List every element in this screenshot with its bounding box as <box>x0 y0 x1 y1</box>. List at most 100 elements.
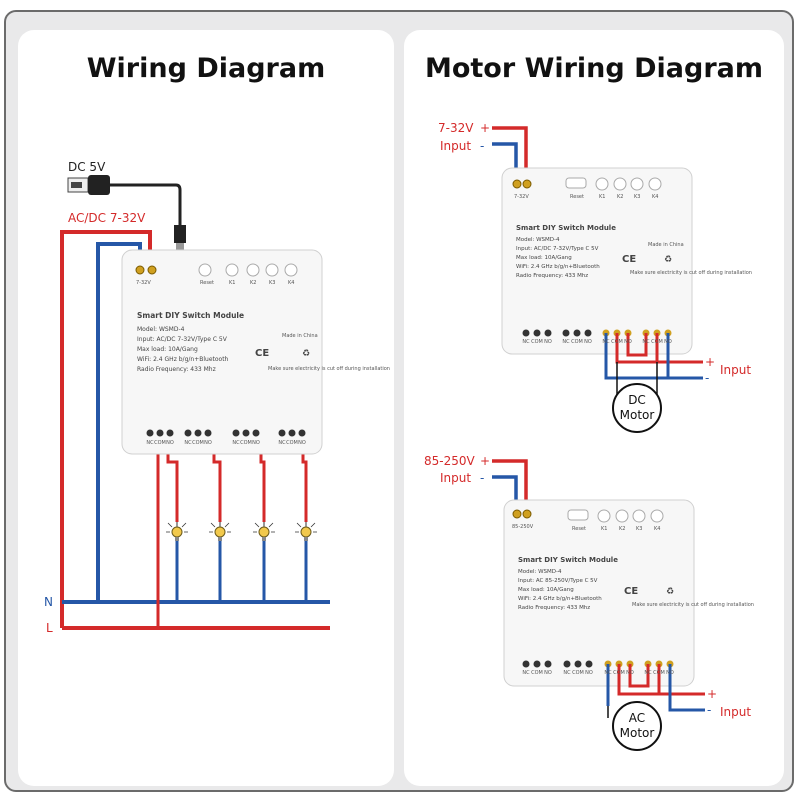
live-label: L <box>46 621 53 635</box>
terminal-label: COM <box>572 670 584 676</box>
terminal-label: NO <box>166 440 174 446</box>
dc-input-wires <box>492 126 528 176</box>
terminal-label: COM <box>613 670 625 676</box>
k2-button[interactable] <box>246 263 260 277</box>
svg-text:Reset: Reset <box>200 280 214 286</box>
reset-button[interactable] <box>198 263 212 277</box>
svg-text:Input: AC/DC 7-32V/Type C 5V: Input: AC/DC 7-32V/Type C 5V <box>137 336 228 343</box>
svg-text:Input: AC 85-250V/Type C 5V: Input: AC 85-250V/Type C 5V <box>518 578 598 584</box>
dc-motor-label-2: Motor <box>620 408 655 422</box>
terminal-label: COM <box>611 339 623 345</box>
dc-motor-icon <box>612 383 662 433</box>
terminal-label: NC <box>562 339 570 345</box>
terminal-label: COM <box>192 440 204 446</box>
switch-module-main: 7-32V Reset K1 K2 K3 K4 Smart DIY Switch… <box>121 249 390 455</box>
terminal-label: NC <box>642 339 650 345</box>
svg-text:Made in China: Made in China <box>282 333 318 339</box>
svg-text:K3: K3 <box>636 526 642 532</box>
neutral-label: N <box>44 595 53 609</box>
terminal-label: NC <box>522 670 530 676</box>
svg-text:Smart DIY Switch Module: Smart DIY Switch Module <box>516 224 616 232</box>
k1-button[interactable] <box>225 263 239 277</box>
terminal-label: NC <box>604 670 612 676</box>
terminal-label: NC <box>278 440 286 446</box>
terminal-label: NO <box>544 339 552 345</box>
terminal-label: NO <box>584 339 592 345</box>
terminal-label: NO <box>624 339 632 345</box>
terminal-label: COM <box>154 440 166 446</box>
svg-text:85-250V: 85-250V <box>512 524 534 530</box>
terminal-label: COM <box>531 339 543 345</box>
wiring-diagram-title: Wiring Diagram <box>86 53 326 84</box>
svg-text:Input: AC/DC 7-32V/Type C 5V: Input: AC/DC 7-32V/Type C 5V <box>516 246 599 252</box>
ac-out-input-label: Input <box>720 705 751 719</box>
acdc-input-label: AC/DC 7-32V <box>68 211 146 225</box>
lamp-2-icon <box>208 521 232 542</box>
dc-minus-label: - <box>480 139 484 153</box>
terminal-label: NC <box>184 440 192 446</box>
dc-out-input-label: Input <box>720 363 751 377</box>
dc-5v-label: DC 5V <box>68 160 106 174</box>
weee-bin-icon: ♻ <box>302 349 310 359</box>
terminal-label: COM <box>653 670 665 676</box>
dc-out-plus-label: + <box>705 355 715 369</box>
terminal-label: NO <box>252 440 260 446</box>
dc-voltage-label: 7-32V <box>438 121 474 135</box>
terminal-label: NO <box>298 440 306 446</box>
lamp-4-icon <box>294 521 318 542</box>
terminal-label: NO <box>585 670 593 676</box>
ac-out-minus-label: - <box>707 703 711 717</box>
k4-button[interactable] <box>284 263 298 277</box>
svg-text:Model: WSMD-4: Model: WSMD-4 <box>518 569 562 575</box>
svg-text:Max load: 10A/Gang: Max load: 10A/Gang <box>518 587 574 593</box>
svg-text:CE: CE <box>622 254 636 265</box>
svg-text:K4: K4 <box>654 526 660 532</box>
lamp-3-icon <box>252 521 276 542</box>
ac-out-plus-label: + <box>707 687 717 701</box>
terminal-label: NO <box>626 670 634 676</box>
ac-minus-label: - <box>480 471 484 485</box>
terminal-label: NO <box>664 339 672 345</box>
ac-motor-label-2: Motor <box>620 726 655 740</box>
svg-text:Make sure electricity is cut o: Make sure electricity is cut off during … <box>632 602 754 608</box>
svg-text:K2: K2 <box>250 280 256 286</box>
terminal-label: NC <box>232 440 240 446</box>
svg-text:Model: WSMD-4: Model: WSMD-4 <box>137 326 185 333</box>
ac-input-wires <box>492 459 528 508</box>
terminal-label: COM <box>240 440 252 446</box>
svg-text:Reset: Reset <box>572 526 586 532</box>
terminal-label: COM <box>286 440 298 446</box>
svg-text:K2: K2 <box>619 526 625 532</box>
svg-text:WiFi: 2.4 GHz b/g/n+Bluetooth: WiFi: 2.4 GHz b/g/n+Bluetooth <box>518 596 602 602</box>
svg-text:7-32V: 7-32V <box>514 194 529 200</box>
k3-button[interactable] <box>265 263 279 277</box>
svg-text:K1: K1 <box>229 280 235 286</box>
lamp-1-icon <box>165 521 189 542</box>
usb-cable <box>67 175 186 255</box>
svg-text:K2: K2 <box>617 194 623 200</box>
svg-text:Radio Frequency: 433 Mhz: Radio Frequency: 433 Mhz <box>137 366 216 373</box>
svg-text:WiFi: 2.4 GHz b/g/n+Bluetooth: WiFi: 2.4 GHz b/g/n+Bluetooth <box>516 264 600 270</box>
dc-motor-label-1: DC <box>628 393 646 407</box>
ac-voltage-label: 85-250V <box>424 454 476 468</box>
svg-text:Smart DIY Switch Module: Smart DIY Switch Module <box>518 556 618 564</box>
ac-motor-wiring <box>606 664 705 718</box>
svg-text:K3: K3 <box>269 280 275 286</box>
svg-text:Made in China: Made in China <box>648 242 684 248</box>
svg-text:Radio Frequency: 433 Mhz: Radio Frequency: 433 Mhz <box>518 605 590 611</box>
svg-text:K4: K4 <box>652 194 658 200</box>
motor-wiring-diagram-title: Motor Wiring Diagram <box>424 53 764 84</box>
svg-text:CE: CE <box>624 586 638 597</box>
ac-input-label: Input <box>440 471 471 485</box>
terminal-label: NC <box>522 339 530 345</box>
terminal-label: NC <box>602 339 610 345</box>
dc-plus-label: + <box>480 121 490 135</box>
dc-out-minus-label: - <box>705 371 709 385</box>
terminal-label: COM <box>571 339 583 345</box>
svg-text:Make sure electricity is cut o: Make sure electricity is cut off during … <box>630 270 752 276</box>
svg-text:Max load: 10A/Gang: Max load: 10A/Gang <box>137 346 198 353</box>
svg-text:Radio Frequency: 433 Mhz: Radio Frequency: 433 Mhz <box>516 273 588 279</box>
svg-text:♻: ♻ <box>666 587 674 597</box>
svg-text:Max load: 10A/Gang: Max load: 10A/Gang <box>516 255 572 261</box>
